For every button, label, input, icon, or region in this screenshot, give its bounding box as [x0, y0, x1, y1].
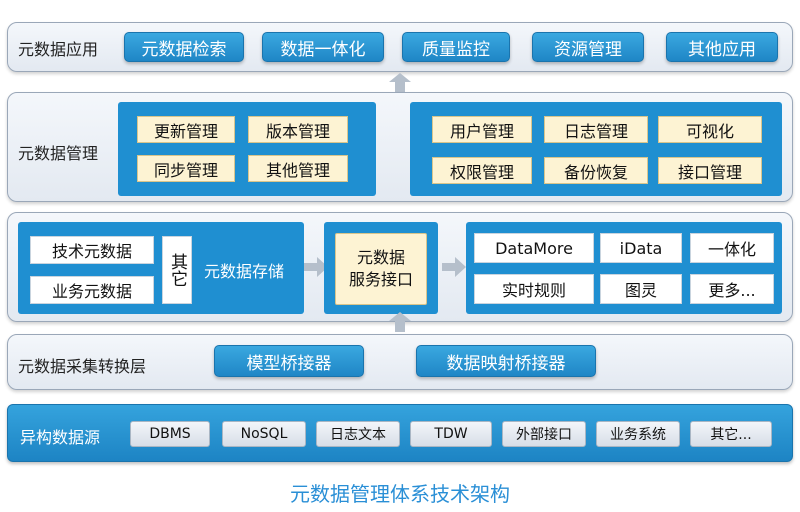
storage-label: 元数据存储	[204, 262, 285, 281]
model-bridge-button[interactable]: 模型桥接器	[214, 345, 364, 377]
source-log-text[interactable]: 日志文本	[316, 421, 400, 447]
app-metadata-search[interactable]: 元数据检索	[124, 32, 244, 62]
chip-other-manage[interactable]: 其他管理	[248, 155, 348, 182]
app-data-integration[interactable]: 数据一体化	[262, 32, 384, 62]
chip-version-manage[interactable]: 版本管理	[248, 116, 348, 143]
chip-log-manage[interactable]: 日志管理	[544, 116, 648, 143]
chip-api-manage[interactable]: 接口管理	[658, 157, 762, 184]
arrow-up-icon	[389, 312, 411, 332]
chip-realtime-rules[interactable]: 实时规则	[474, 274, 594, 304]
chip-turing[interactable]: 图灵	[600, 274, 682, 304]
arrow-right-icon	[442, 257, 466, 277]
chip-backup-restore[interactable]: 备份恢复	[544, 157, 648, 184]
app-quality-monitor[interactable]: 质量监控	[402, 32, 510, 62]
source-external-api[interactable]: 外部接口	[502, 421, 586, 447]
arrow-up-icon	[389, 73, 411, 93]
service-line2: 服务接口	[348, 270, 413, 289]
application-layer-label: 元数据应用	[18, 40, 99, 59]
chip-idata[interactable]: iData	[600, 233, 682, 263]
chip-integration[interactable]: 一体化	[690, 233, 774, 263]
chip-permission-manage[interactable]: 权限管理	[432, 157, 532, 184]
source-nosql[interactable]: NoSQL	[222, 421, 306, 447]
chip-metadata-service-api[interactable]: 元数据 服务接口	[335, 233, 427, 305]
chip-sync-manage[interactable]: 同步管理	[137, 155, 235, 182]
diagram-caption: 元数据管理体系技术架构	[290, 482, 510, 506]
collection-layer-label: 元数据采集转换层	[18, 357, 147, 376]
chip-other-metadata-label: 其它	[167, 253, 187, 287]
chip-update-manage[interactable]: 更新管理	[137, 116, 235, 143]
source-dbms[interactable]: DBMS	[130, 421, 210, 447]
arrow-right-icon	[304, 257, 328, 277]
chip-technical-metadata[interactable]: 技术元数据	[30, 236, 154, 264]
chip-visualization[interactable]: 可视化	[658, 116, 762, 143]
chip-business-metadata[interactable]: 业务元数据	[30, 276, 154, 304]
chip-more[interactable]: 更多...	[690, 274, 774, 304]
service-line1: 元数据	[356, 248, 405, 267]
collection-layer: 元数据采集转换层	[7, 334, 793, 390]
chip-datamore[interactable]: DataMore	[474, 233, 594, 263]
chip-other-metadata[interactable]: 其它	[162, 236, 192, 304]
source-business-system[interactable]: 业务系统	[596, 421, 680, 447]
source-tdw[interactable]: TDW	[410, 421, 492, 447]
data-mapping-bridge-button[interactable]: 数据映射桥接器	[416, 345, 596, 377]
chip-user-manage[interactable]: 用户管理	[432, 116, 532, 143]
app-resource-manage[interactable]: 资源管理	[532, 32, 644, 62]
source-layer-label: 异构数据源	[20, 428, 101, 447]
management-layer-label: 元数据管理	[18, 144, 99, 163]
source-other[interactable]: 其它...	[690, 421, 772, 447]
app-other-apps[interactable]: 其他应用	[666, 32, 778, 62]
